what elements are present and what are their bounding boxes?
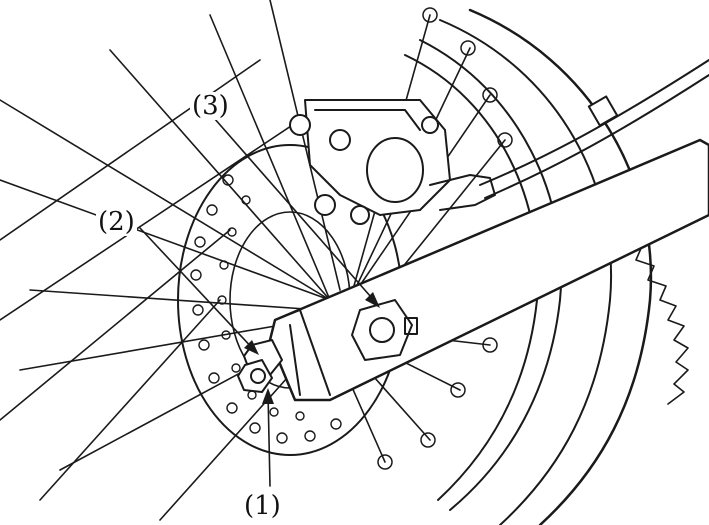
callout-1: (1) bbox=[242, 491, 283, 521]
leader-arrowheads bbox=[244, 292, 380, 404]
callout-3: (3) bbox=[190, 91, 231, 121]
brake-hose bbox=[479, 59, 709, 199]
axle-nut bbox=[351, 299, 418, 361]
leader-lines bbox=[139, 117, 379, 487]
spoke-nipples bbox=[377, 7, 513, 470]
callout-2: (2) bbox=[96, 207, 137, 237]
brake-caliper bbox=[289, 99, 496, 225]
